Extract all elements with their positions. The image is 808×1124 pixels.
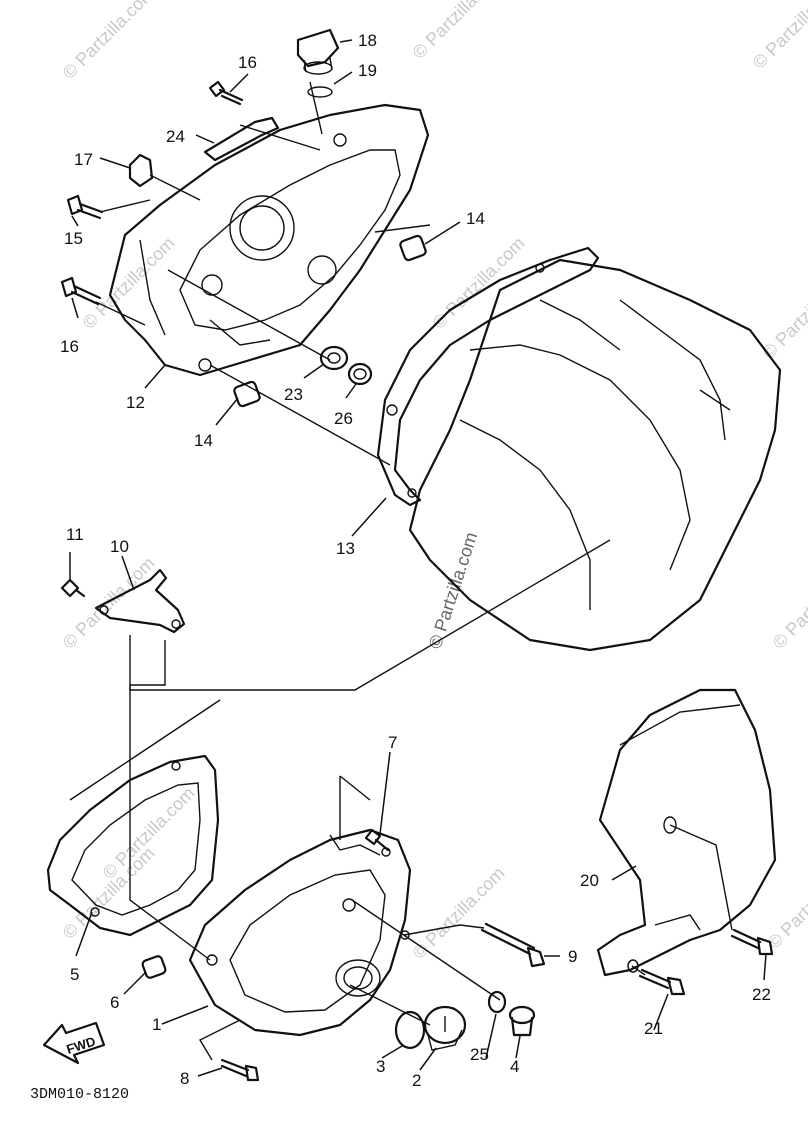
- grommet: [128, 153, 154, 188]
- circlip: [347, 362, 373, 386]
- dowel-pin: [141, 955, 167, 979]
- bolt: [730, 928, 774, 956]
- callout-1: 1: [152, 1015, 161, 1034]
- callout-26: 26: [334, 409, 353, 428]
- callout-6: 6: [110, 993, 119, 1012]
- diagram-code: 3DM010-8120: [30, 1086, 129, 1103]
- callout-17: 17: [74, 150, 93, 169]
- bolt: [364, 828, 391, 857]
- bolt: [638, 968, 686, 996]
- fwd-arrow-icon: FWD: [42, 1021, 106, 1065]
- oil-seal: [319, 345, 349, 371]
- o-ring: [487, 990, 507, 1014]
- watermark: © Partzilla.com: [759, 263, 808, 363]
- callout-9: 9: [568, 947, 577, 966]
- watermark: © Partzilla.com: [59, 553, 159, 653]
- callout-14: 14: [466, 209, 485, 228]
- oil-filler-cap: [296, 28, 340, 75]
- bolt: [60, 276, 102, 306]
- sprocket-cover: [596, 688, 777, 977]
- bolt: [220, 1058, 260, 1082]
- callout-16: 16: [238, 53, 257, 72]
- bolt: [208, 80, 244, 106]
- callout-20: 20: [580, 871, 599, 890]
- watermark: © Partzilla.com: [769, 553, 808, 653]
- callout-7: 7: [388, 733, 397, 752]
- o-ring: [307, 86, 333, 98]
- callout-22: 22: [752, 985, 771, 1004]
- dowel-pin: [233, 380, 261, 408]
- crankcase-cover-left: [108, 103, 430, 377]
- callout-18: 18: [358, 31, 377, 50]
- callout-2: 2: [412, 1071, 421, 1090]
- callout-4: 4: [510, 1057, 519, 1076]
- callout-3: 3: [376, 1057, 385, 1076]
- stay-plate: [203, 116, 280, 162]
- callout-10: 10: [110, 537, 129, 556]
- crankcase-cover-right: [188, 828, 412, 1037]
- bolt: [66, 194, 104, 220]
- watermark: © Partzilla.com: [409, 0, 509, 63]
- callout-24: 24: [166, 127, 185, 146]
- gasket-crankcase-cover: [376, 246, 600, 507]
- plug: [508, 1005, 536, 1037]
- gasket-crankcase-cover-right: [46, 754, 220, 937]
- callout-5: 5: [70, 965, 79, 984]
- bolt: [60, 578, 86, 598]
- callouts: 18 19 16 24 17 15 16 14 12 23 26 14 13 1…: [60, 31, 771, 1090]
- callout-23: 23: [284, 385, 303, 404]
- bracket: [94, 568, 186, 634]
- callout-16: 16: [60, 337, 79, 356]
- callout-25: 25: [470, 1045, 489, 1064]
- callout-14: 14: [194, 431, 213, 450]
- callout-8: 8: [180, 1069, 189, 1088]
- callout-19: 19: [358, 61, 377, 80]
- reference-lines: [69, 81, 733, 1061]
- o-ring: [394, 1010, 426, 1050]
- callout-12: 12: [126, 393, 145, 412]
- bolt: [480, 922, 546, 968]
- dowel-pin: [399, 234, 427, 262]
- plug: [423, 1005, 467, 1051]
- callout-15: 15: [64, 229, 83, 248]
- callout-21: 21: [644, 1019, 663, 1038]
- callout-13: 13: [336, 539, 355, 558]
- leader-lines: [69, 39, 767, 1077]
- callout-11: 11: [66, 525, 84, 544]
- engine-case: [408, 258, 782, 652]
- watermark: © Partzilla.com: [59, 0, 159, 83]
- watermark: © Partzilla.com: [749, 0, 808, 73]
